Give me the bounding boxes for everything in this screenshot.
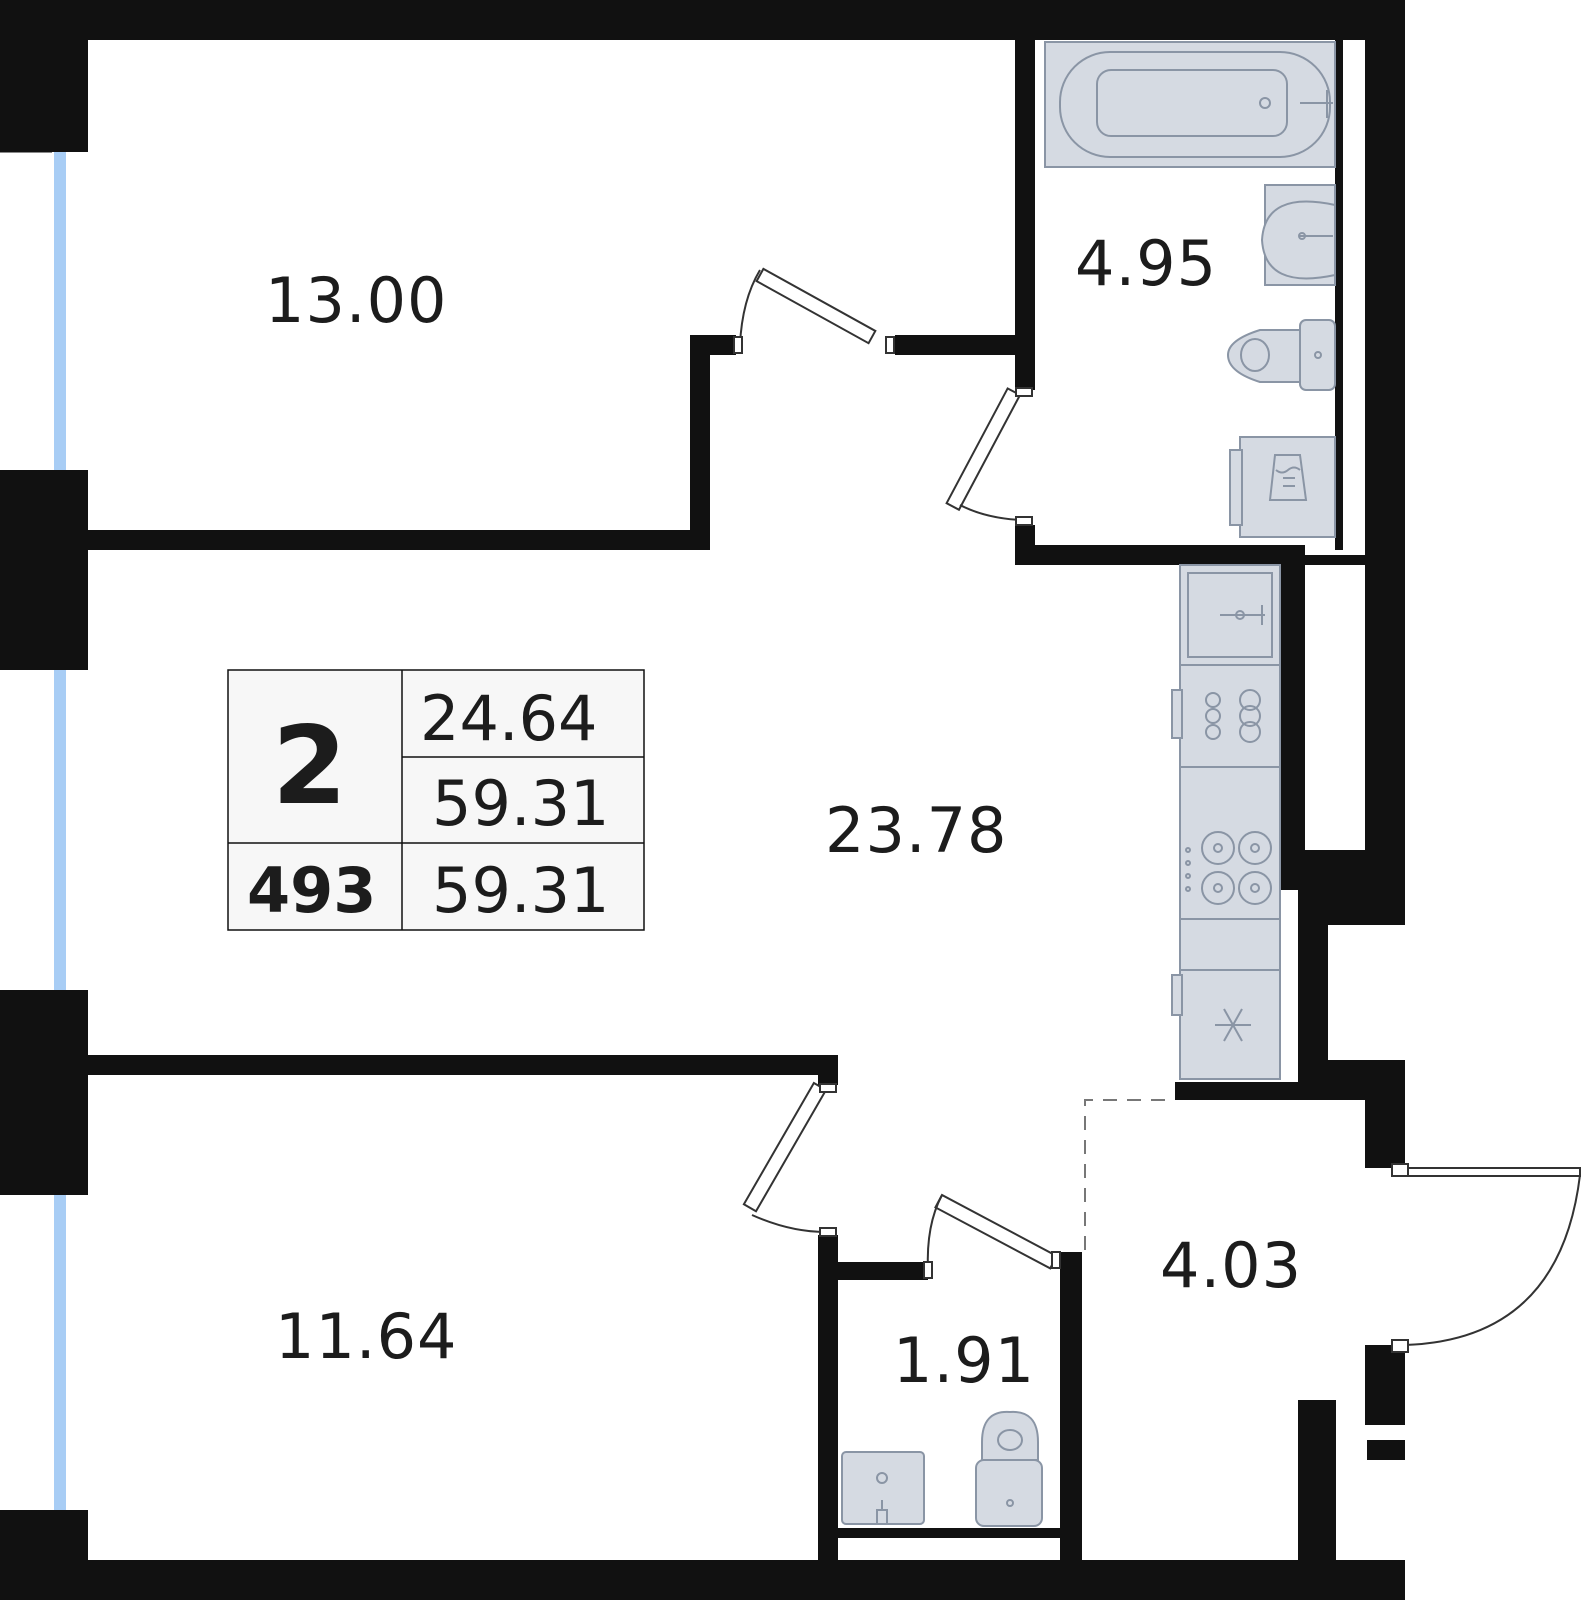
windows [0,151,88,1510]
window-middle [0,670,88,990]
toilet-icon [1226,319,1336,391]
wc-sink-icon [841,1451,925,1525]
apartment-info-box: 2 493 24.64 59.31 59.31 [227,669,645,931]
door-entrance [1391,1163,1581,1353]
room-area-bathroom: 4.95 [1075,227,1217,300]
apartment-number: 493 [247,854,376,927]
hall-boundary [1084,1099,1175,1250]
window-top [0,152,52,470]
washing-machine-icon [1229,436,1336,538]
window-bottom [0,1195,88,1510]
kitchen-sink-icon [1179,564,1281,666]
room-area-bedroom-top: 13.00 [265,264,448,337]
room-area-bedroom-bottom: 11.64 [275,1300,458,1373]
room-area-wc: 1.91 [893,1324,1035,1397]
total-area: 59.31 [432,767,610,840]
door-bathroom [945,387,1033,526]
sink-icon [1260,184,1336,286]
door-wc [923,1193,1061,1279]
total-area-2: 59.31 [432,854,610,927]
oven-icon [1171,664,1281,768]
door-bedroom-bottom [742,1081,837,1237]
stove-icon [1179,766,1281,920]
bathtub-icon [1044,41,1336,168]
door-bedroom-top [733,267,895,354]
room-labels: 13.00 4.95 23.78 11.64 1.91 4.03 [265,227,1302,1397]
living-area: 24.64 [420,682,598,755]
room-area-hall: 4.03 [1160,1229,1302,1302]
room-count: 2 [272,704,347,829]
fridge-icon [1171,918,1281,1080]
doors [733,267,1581,1353]
wc-toilet-icon [975,1410,1043,1527]
walls-overlay [88,40,1405,1600]
room-area-living-kitchen: 23.78 [825,794,1008,867]
